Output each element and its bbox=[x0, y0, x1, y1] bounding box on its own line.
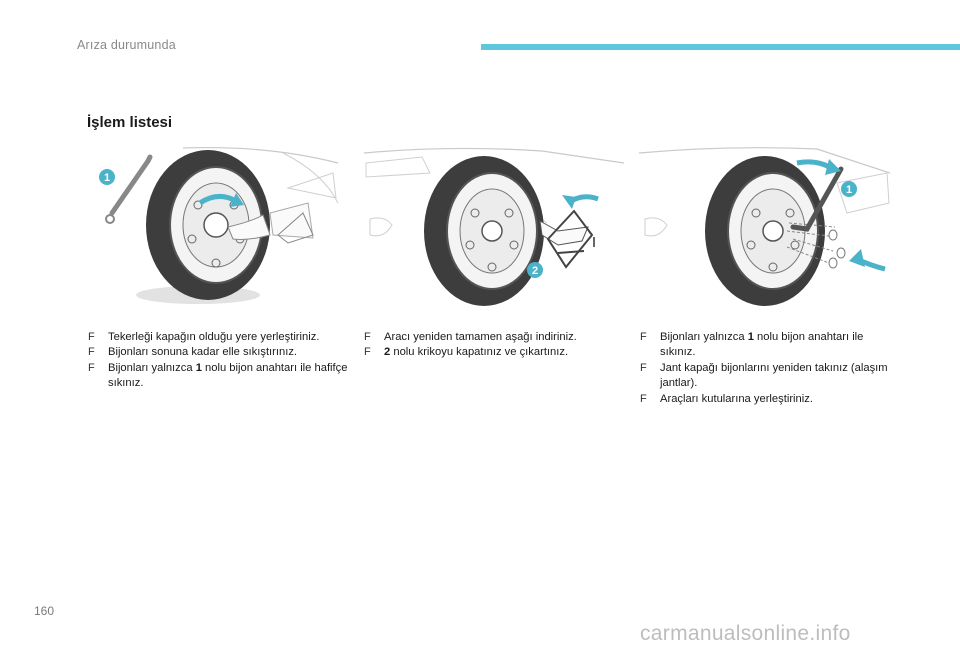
list-item: F Jant kapağı bijonlarını yeniden takınız… bbox=[640, 361, 890, 392]
section-title: İşlem listesi bbox=[87, 114, 172, 131]
badge-1b-label: 1 bbox=[846, 184, 852, 196]
bullet-marker: F bbox=[364, 330, 371, 345]
bullet-marker: F bbox=[640, 392, 647, 407]
illustration-tighten-by-hand: 1 bbox=[88, 143, 344, 308]
item-text: Aracı yeniden tamamen aşağı indiriniz. bbox=[384, 331, 577, 343]
list-item: F Bijonları sonuna kadar elle sıkıştırını… bbox=[88, 345, 350, 360]
header-accent-bar bbox=[481, 44, 960, 50]
illustration-tighten-with-wrench: 1 bbox=[637, 143, 890, 308]
instructions-column-1: F Tekerleği kapağın olduğu yere yerleştir… bbox=[88, 330, 350, 392]
bullet-marker: F bbox=[640, 330, 647, 345]
badge-1-label: 1 bbox=[104, 172, 110, 184]
bullet-marker: F bbox=[88, 345, 95, 360]
item-text: Bijonları yalnızca bbox=[108, 362, 196, 374]
item-text: Jant kapağı bijonlarını yeniden takınız … bbox=[660, 362, 888, 389]
illustration-lower-vehicle: 2 bbox=[362, 143, 624, 308]
list-item: F Aracı yeniden tamamen aşağı indiriniz. bbox=[364, 330, 626, 345]
list-item: F Tekerleği kapağın olduğu yere yerleştir… bbox=[88, 330, 350, 345]
bullet-marker: F bbox=[364, 345, 371, 360]
chapter-title: Arıza durumunda bbox=[77, 38, 176, 52]
item-text: Tekerleği kapağın olduğu yere yerleştiri… bbox=[108, 331, 319, 343]
item-text: Araçları kutularına yerleştiriniz. bbox=[660, 393, 813, 405]
item-text: nolu krikoyu kapatınız ve çıkartınız. bbox=[390, 346, 568, 358]
bullet-marker: F bbox=[640, 361, 647, 376]
item-text: Bijonları sonuna kadar elle sıkıştırınız… bbox=[108, 346, 297, 358]
bullet-marker: F bbox=[88, 330, 95, 345]
watermark: carmanualsonline.info bbox=[640, 622, 851, 646]
list-item: F Araçları kutularına yerleştiriniz. bbox=[640, 392, 890, 407]
bullet-marker: F bbox=[88, 361, 95, 376]
page-number: 160 bbox=[34, 604, 54, 618]
item-text: Bijonları yalnızca bbox=[660, 331, 748, 343]
badge-2-label: 2 bbox=[532, 265, 538, 277]
